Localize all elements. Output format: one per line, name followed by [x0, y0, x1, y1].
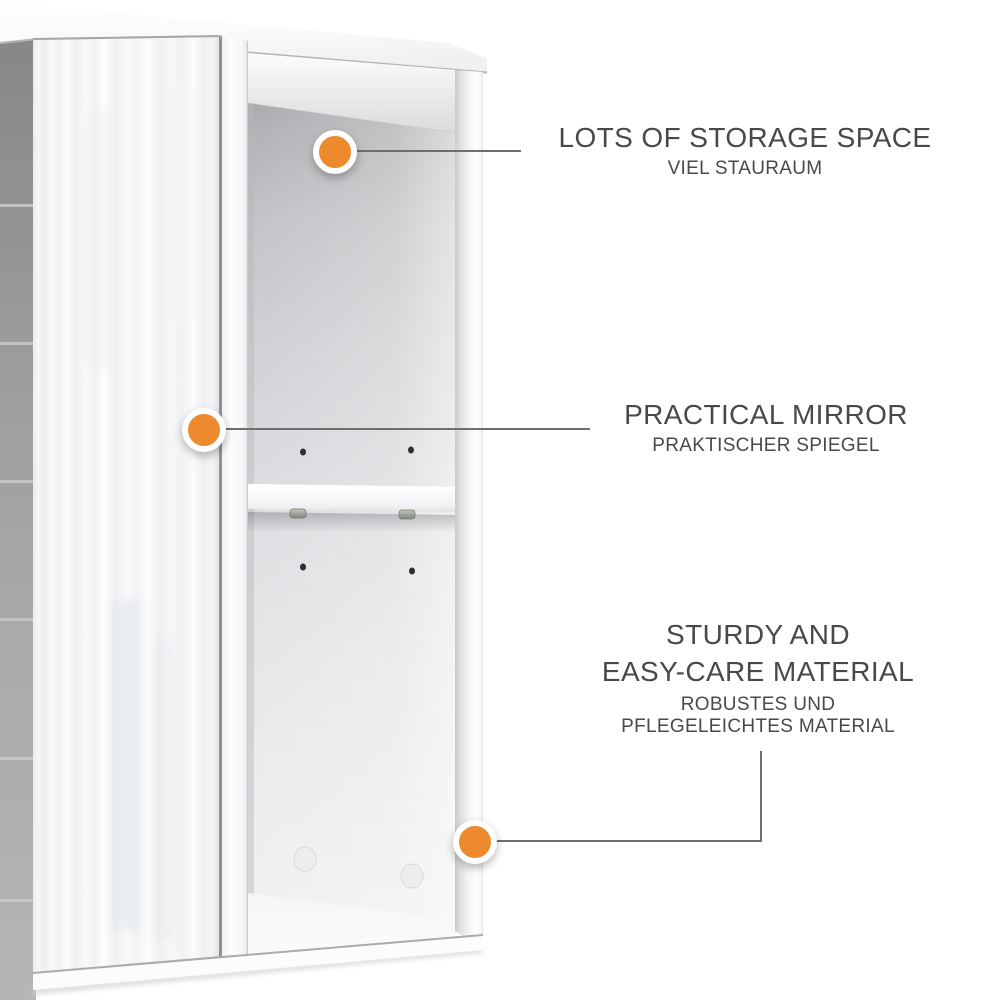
- callout-material-title-line1: STURDY AND: [666, 619, 850, 650]
- door-gap-line: [219, 36, 222, 959]
- cabinet-bottom-panel: [33, 936, 483, 990]
- shelf-pin: [289, 508, 307, 519]
- orange-dot-icon-storage: [313, 130, 357, 174]
- shelf-pin: [398, 509, 416, 520]
- orange-dot-icon-material: [453, 820, 497, 864]
- callout-storage-title: LOTS OF STORAGE SPACE: [558, 122, 932, 153]
- wall-mount-cap: [293, 846, 317, 872]
- callout-mirror-title: PRACTICAL MIRROR: [624, 399, 908, 430]
- callout-material-title-line2: EASY-CARE MATERIAL: [601, 656, 915, 687]
- tile-grout-lines: [0, 204, 36, 902]
- shelf-shadow: [248, 512, 458, 533]
- callout-line-mirror: [221, 428, 590, 430]
- callout-storage-subtitle: VIEL STAURAUM: [667, 158, 823, 179]
- cabinet-divider-panel: [222, 36, 248, 963]
- callout-material-subtitle-line2: PFLEGELEICHTES MATERIAL: [621, 716, 895, 737]
- wall-mount-cap: [400, 863, 424, 889]
- orange-dot-icon-mirror: [182, 408, 226, 452]
- callout-mirror: PRACTICAL MIRROR PRAKTISCHER SPIEGEL: [566, 398, 966, 457]
- wall-tiles: [0, 38, 36, 1000]
- cabinet-shelf: [248, 484, 458, 512]
- mirror-door: [32, 35, 222, 974]
- callout-mirror-subtitle: PRAKTISCHER SPIEGEL: [652, 435, 880, 456]
- mirror-reflections: [90, 90, 184, 940]
- callout-line-material-horizontal: [490, 840, 762, 842]
- callout-line-material-vertical: [760, 751, 762, 842]
- cabinet-top-panel: [0, 2, 487, 73]
- callout-material: STURDY AND EASY-CARE MATERIAL ROBUSTES U…: [558, 616, 958, 738]
- callout-line-storage: [353, 150, 521, 152]
- cabinet-right-panel: [455, 70, 483, 949]
- cabinet-interior: [247, 53, 459, 972]
- cabinet-interior-ceiling: [248, 53, 456, 133]
- callout-material-subtitle-line1: ROBUSTES UND: [680, 694, 836, 715]
- shelf-pin-holes: [300, 446, 415, 575]
- callout-storage: LOTS OF STORAGE SPACE VIEL STAURAUM: [545, 121, 945, 180]
